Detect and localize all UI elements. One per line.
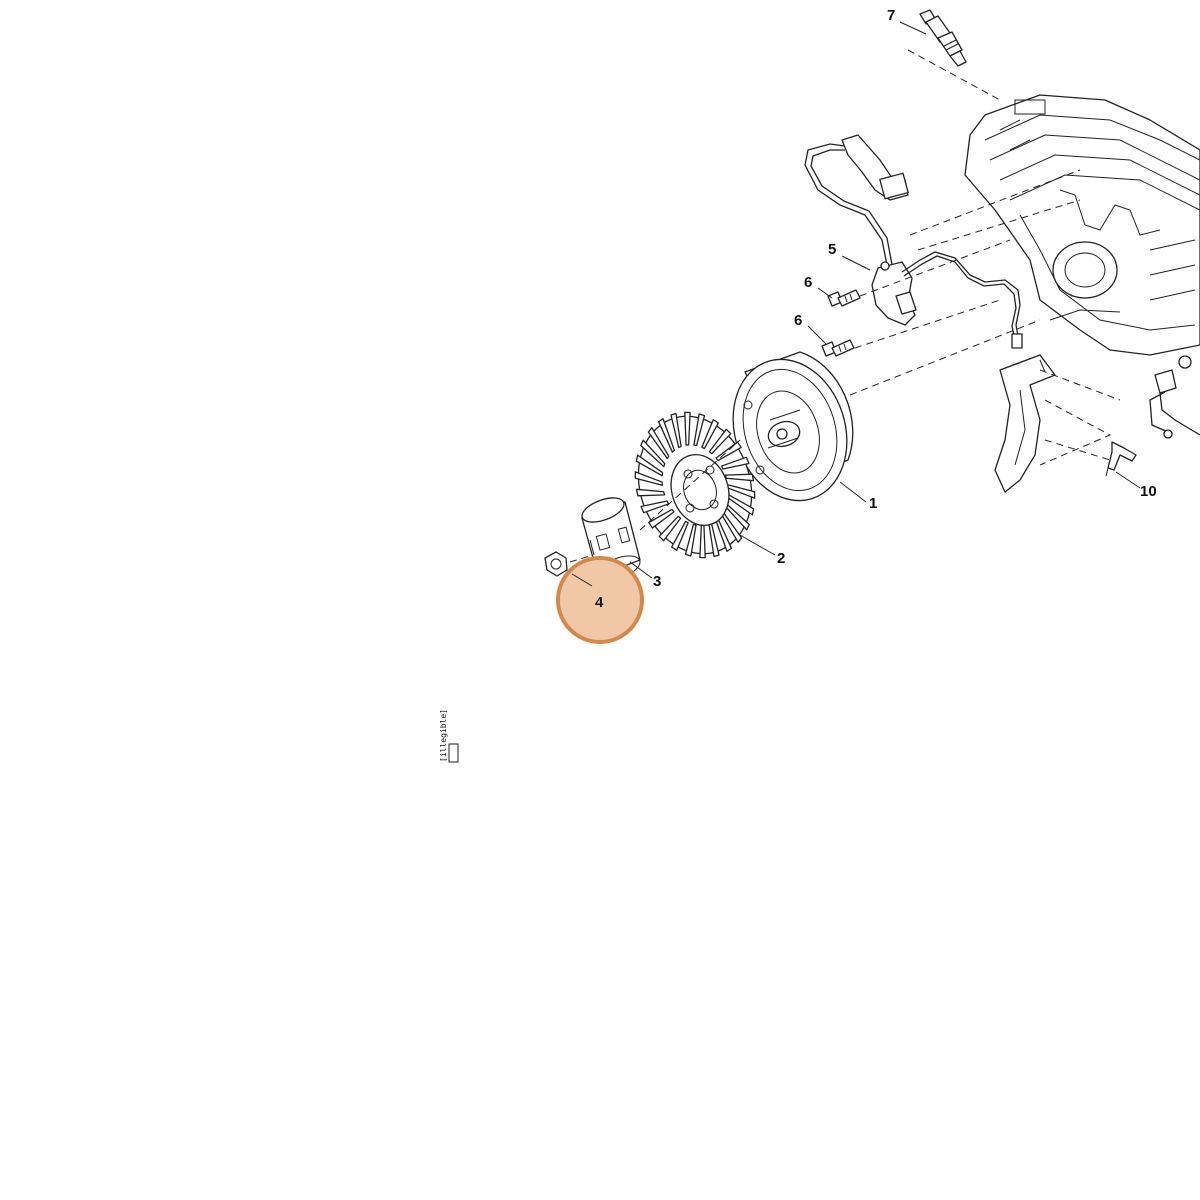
fan-blade — [684, 411, 691, 446]
fan-blade — [635, 488, 666, 497]
fan-blade — [634, 471, 664, 486]
fan-blade — [657, 418, 675, 453]
callout-5: 5 — [828, 241, 836, 258]
fan-blade — [647, 427, 670, 460]
engine-block — [964, 94, 1200, 356]
callout-1: 1 — [869, 495, 877, 512]
fan-blade — [671, 520, 689, 551]
hex-nut — [544, 551, 568, 577]
fan-blade — [708, 428, 732, 455]
callout-labels: 1 2 3 4 5 6 6 7 10 — [595, 7, 1157, 611]
callout-2: 2 — [777, 550, 785, 567]
leader-lines — [571, 21, 1141, 587]
callout-7: 7 — [887, 7, 895, 24]
assembly-lines — [569, 49, 1121, 563]
sensor-lead — [1149, 355, 1200, 439]
fan-blade — [635, 454, 664, 477]
clip-part-10 — [1105, 441, 1137, 477]
fan-blade — [640, 500, 670, 514]
callout-6-upper: 6 — [804, 274, 812, 291]
fan-blade — [720, 456, 750, 470]
callout-4: 4 — [595, 594, 604, 611]
highlight-circle — [556, 556, 644, 644]
screw-upper — [827, 289, 861, 307]
drawing-code-text: [illegible] — [439, 709, 448, 762]
fan-blade — [670, 412, 682, 449]
fan-blade — [684, 523, 697, 557]
fan-blade — [701, 419, 719, 450]
shroud-bracket — [994, 354, 1056, 493]
callout-10: 10 — [1140, 483, 1157, 500]
fan-blade — [648, 508, 675, 529]
fan-blade — [658, 515, 682, 542]
fan-blade — [693, 413, 706, 447]
fan-blade — [640, 439, 666, 468]
callout-6-lower: 6 — [794, 312, 802, 329]
screw-lower — [821, 339, 855, 357]
fan-impeller — [634, 411, 756, 559]
fan-blade — [724, 473, 755, 482]
fan-blade — [699, 524, 706, 559]
ignition-coil — [804, 134, 1023, 349]
spark-plug — [919, 9, 967, 67]
drawing-code: [illegible] — [439, 709, 459, 763]
flywheel — [732, 351, 854, 502]
callout-3: 3 — [653, 573, 661, 590]
